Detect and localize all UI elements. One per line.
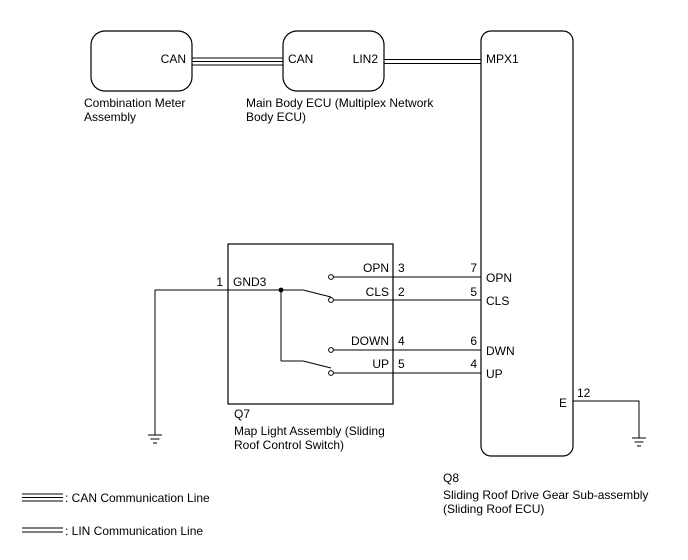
sliding-roof-ecu-label-1: Sliding Roof Drive Gear Sub-assembly xyxy=(443,488,648,502)
sliding-roof-ecu-label-2: (Sliding Roof ECU) xyxy=(443,502,544,516)
switch-contact-up xyxy=(328,370,481,376)
switch-pin-down-name: DOWN xyxy=(351,334,389,348)
legend-lin-symbol xyxy=(22,527,63,533)
combination-meter-label-1: Combination Meter xyxy=(84,96,185,110)
map-light-label-1: Map Light Assembly (Sliding xyxy=(234,424,385,438)
switch-contact-down xyxy=(328,347,481,353)
main-body-ecu-label-1: Main Body ECU (Multiplex Network xyxy=(246,96,434,110)
map-light-code: Q7 xyxy=(234,407,250,421)
ecu-pin-dwn-name: DWN xyxy=(486,344,515,358)
switch-pin-opn-name: OPN xyxy=(363,261,389,275)
ecu-pin-cls-name: CLS xyxy=(486,294,509,308)
switch-contact-opn xyxy=(328,274,481,280)
map-light-gnd3-num: 1 xyxy=(216,275,223,289)
ecu-pin-opn-name: OPN xyxy=(486,271,512,285)
sliding-roof-ecu-code: Q8 xyxy=(443,471,459,485)
map-light-gnd3-name: GND3 xyxy=(233,275,267,289)
switch-pin-up-num: 5 xyxy=(398,357,405,371)
lin-communication-line xyxy=(384,58,481,65)
ecu-pin-up-name: UP xyxy=(486,367,503,381)
legend-lin-label: : LIN Communication Line xyxy=(65,524,203,538)
sliding-roof-ecu-box xyxy=(480,30,574,457)
ecu-pin-dwn-num: 6 xyxy=(470,334,477,348)
map-light-box xyxy=(227,243,394,405)
switch-pin-opn-num: 3 xyxy=(398,261,405,275)
ecu-pin-opn-num: 7 xyxy=(470,261,477,275)
switch-pin-down-num: 4 xyxy=(398,334,405,348)
combination-meter-can-pin: CAN xyxy=(161,52,186,66)
main-body-ecu-label-2: Body ECU) xyxy=(246,110,306,124)
gnd3-ground-wire xyxy=(148,289,228,444)
switch-pin-up-name: UP xyxy=(372,357,389,371)
switch-contact-cls xyxy=(328,297,481,303)
switch-pin-cls-num: 2 xyxy=(398,285,405,299)
main-body-ecu-lin2-pin: LIN2 xyxy=(353,52,379,66)
ecu-pin-up-num: 4 xyxy=(470,357,477,371)
ecu-pin-e-name: E xyxy=(559,396,567,410)
can-communication-line xyxy=(192,57,283,66)
legend-can-symbol xyxy=(22,493,63,502)
switch-pin-cls-name: CLS xyxy=(366,285,389,299)
switch-common-bus xyxy=(228,287,332,369)
ecu-e-ground-wire xyxy=(573,400,646,447)
combination-meter-label-2: Assembly xyxy=(84,110,136,124)
map-light-label-2: Roof Control Switch) xyxy=(234,438,344,452)
ecu-pin-cls-num: 5 xyxy=(470,285,477,299)
ecu-pin-e-num: 12 xyxy=(577,386,591,400)
sliding-roof-ecu-mpx1-pin: MPX1 xyxy=(486,52,519,66)
legend-can-label: : CAN Communication Line xyxy=(65,491,210,505)
main-body-ecu-can-pin: CAN xyxy=(288,52,313,66)
